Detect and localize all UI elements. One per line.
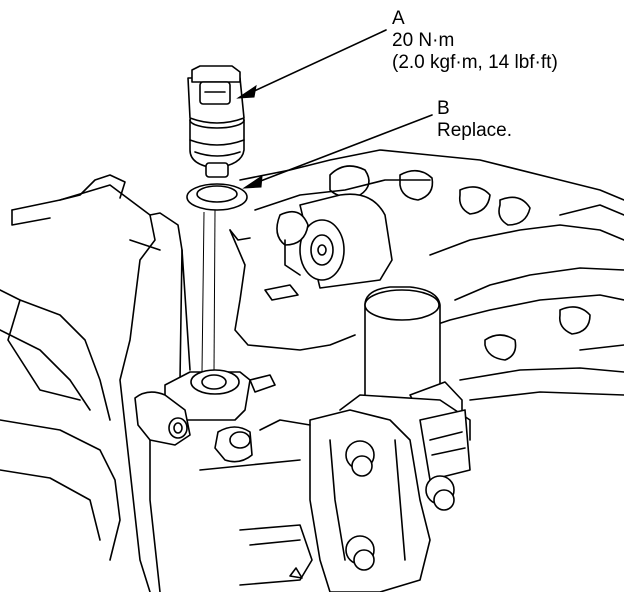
install-guide-line xyxy=(201,209,216,373)
transmission-fluid-pressure-switch xyxy=(187,65,245,178)
callout-arrow-b xyxy=(242,114,433,189)
callout-a-letter: A xyxy=(392,8,405,29)
callout-a-torque: 20 N·m xyxy=(392,30,455,51)
callout-a-torque-alt: (2.0 kgf·m, 14 lbf·ft) xyxy=(392,52,558,73)
callout-b: B Replace. xyxy=(437,98,512,142)
callout-arrow-a xyxy=(236,29,387,99)
valve-body xyxy=(229,149,624,401)
transmission-housing xyxy=(0,174,191,593)
accumulator-cover xyxy=(239,409,455,593)
callout-b-note: Replace. xyxy=(437,120,512,141)
callout-b-letter: B xyxy=(437,98,450,119)
pressure-control-solenoid xyxy=(339,286,471,481)
sensor-mounting-boss xyxy=(134,229,311,593)
sealing-washer xyxy=(186,183,248,211)
shift-solenoid-valve xyxy=(276,193,393,289)
callout-a: A 20 N·m (2.0 kgf·m, 14 lbf·ft) xyxy=(392,8,558,74)
